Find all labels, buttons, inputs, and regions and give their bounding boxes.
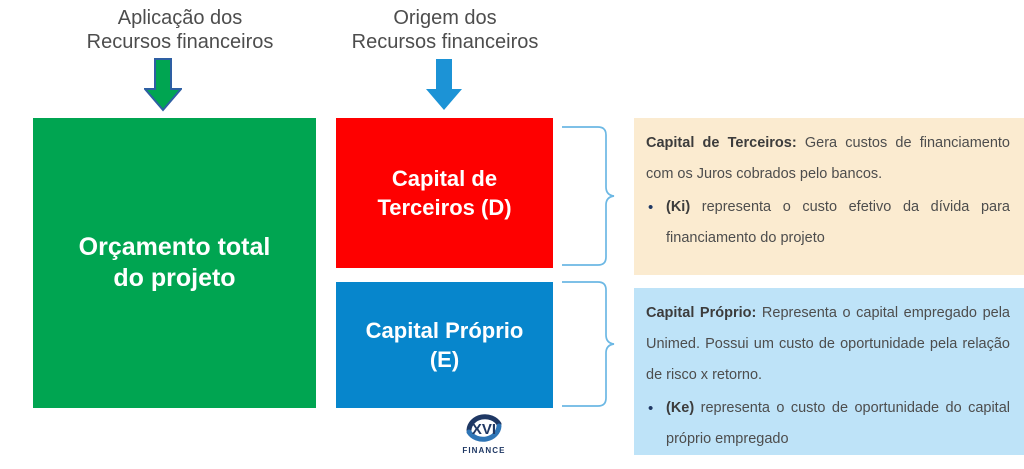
logo-xvi-finance: XVI FINANCE [456, 410, 512, 462]
panel-proprio-bullet-key: (Ke) [666, 400, 695, 416]
panel-terceiros-bullet-key: (Ki) [666, 199, 691, 215]
panel-terceiros-body: Gera custos de financiamento com os Juro… [646, 135, 1010, 182]
logo-wordmark: FINANCE [462, 446, 506, 455]
panel-terceiros-lead: Capital de Terceiros: [646, 135, 797, 151]
heading-aplicacao-recursos: Aplicação dos Recursos financeiros [86, 7, 274, 53]
heading-origem-recursos: Origem dos Recursos financeiros [351, 7, 539, 53]
bullet-dot-icon: • [648, 400, 654, 417]
panel-proprio-lead: Capital Próprio: [646, 305, 757, 321]
bullet-dot-icon: • [648, 199, 654, 216]
panel-proprio-paragraph: Capital Próprio: Representa o capital em… [646, 298, 1010, 391]
panel-capital-de-terceiros: Capital de Terceiros: Gera custos de fin… [634, 118, 1024, 275]
logo-mark-text: XVI [472, 421, 496, 438]
box-capital-proprio: Capital Próprio (E) [336, 282, 553, 408]
panel-capital-proprio: Capital Próprio: Representa o capital em… [634, 288, 1024, 455]
box-orcamento-total: Orçamento total do projeto [33, 118, 316, 408]
panel-terceiros-bullet: • (Ki) representa o custo efetivo da dív… [646, 192, 1010, 254]
panel-terceiros-bullet-body: representa o custo efetivo da dívida par… [666, 199, 1010, 246]
panel-terceiros-paragraph: Capital de Terceiros: Gera custos de fin… [646, 128, 1010, 190]
down-arrow-blue-icon [425, 58, 463, 112]
down-arrow-green-icon [142, 58, 184, 112]
panel-proprio-bullet: • (Ke) representa o custo de oportunidad… [646, 393, 1010, 455]
box-capital-de-terceiros: Capital de Terceiros (D) [336, 118, 553, 268]
curly-brace-bottom-icon [560, 279, 616, 409]
panel-terceiros-bullet-text: (Ki) representa o custo efetivo da dívid… [666, 192, 1010, 254]
panel-proprio-bullet-body: representa o custo de oportunidade do ca… [666, 400, 1010, 447]
curly-brace-top-icon [560, 124, 616, 268]
logo-mark-icon: XVI [466, 414, 502, 442]
panel-proprio-bullet-text: (Ke) representa o custo de oportunidade … [666, 393, 1010, 455]
panel-proprio-body: Representa o capital empregado pela Unim… [646, 305, 1010, 383]
